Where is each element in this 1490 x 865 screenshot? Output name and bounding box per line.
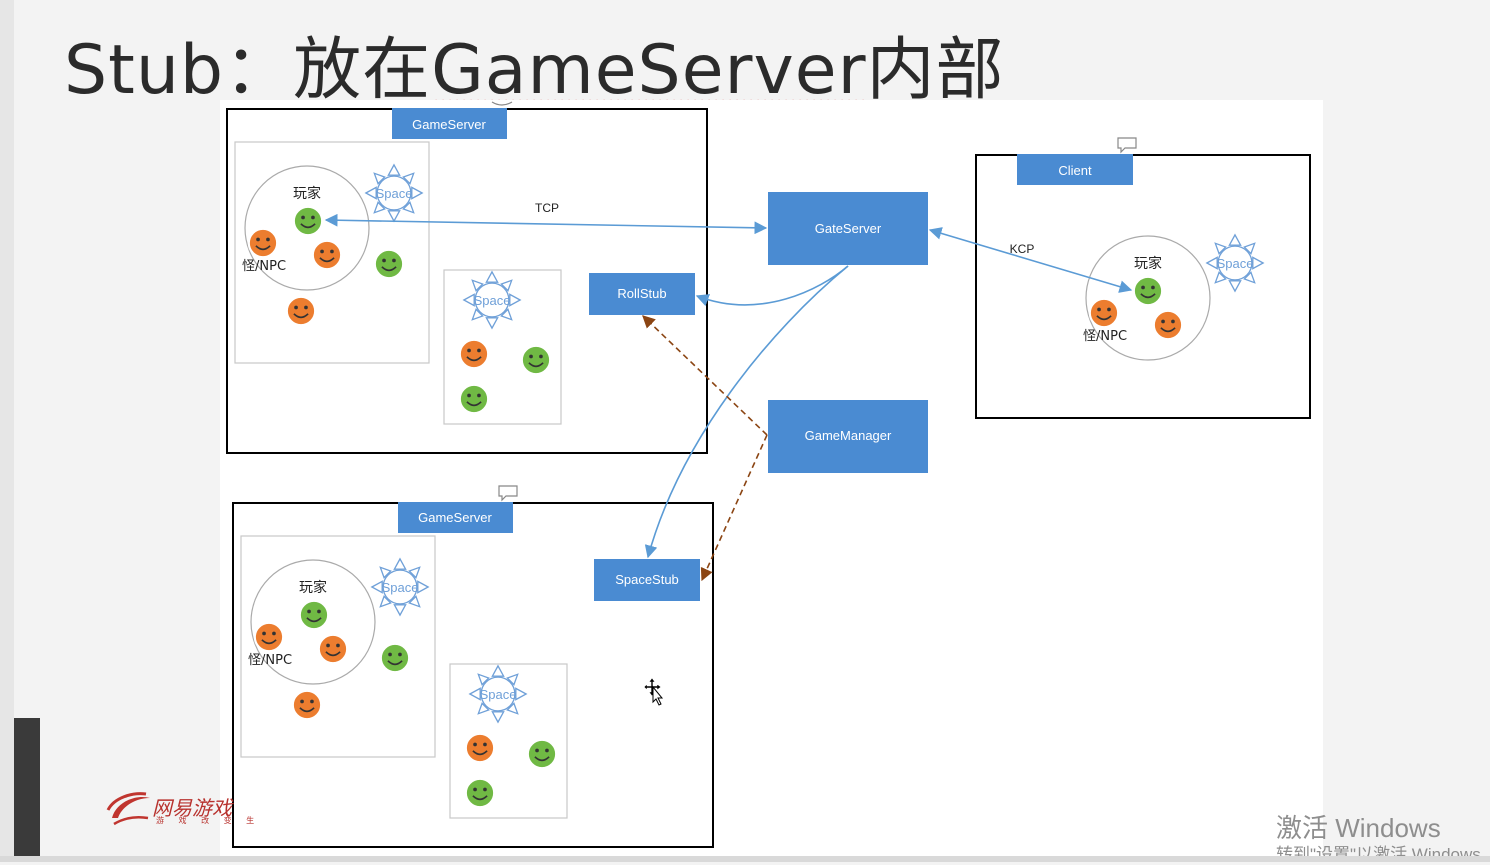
gameserver-label-box [392, 108, 507, 139]
space-label: Space [376, 186, 413, 201]
npc-label: 怪/NPC [242, 259, 286, 274]
tcp-label: TCP [535, 201, 559, 215]
player-smiley-icon [298, 599, 330, 631]
left-edge-strip [0, 0, 14, 862]
rollstub-box [589, 273, 695, 315]
player-smiley-icon [520, 344, 552, 376]
gameserver-label: GameServer [418, 510, 492, 525]
move-cursor-icon [643, 677, 664, 706]
player-smiley-icon [526, 738, 558, 770]
npc-smiley-icon [1152, 309, 1184, 341]
gateserver-box [768, 192, 928, 265]
manager-to-spacestub-arrow [700, 434, 768, 582]
client-label-box [1017, 154, 1133, 185]
player-smiley-icon [464, 777, 496, 809]
npc-smiley-icon [311, 239, 343, 271]
rollstub-label: RollStub [617, 286, 666, 301]
netease-logo-icon [106, 792, 150, 826]
space-label: Space [474, 293, 511, 308]
space-label: Space [480, 687, 517, 702]
logo-subtext: 游 戏 改 变 生 [156, 816, 261, 825]
npc-smiley-icon [464, 732, 496, 764]
npc-smiley-icon [253, 621, 285, 653]
comment-bubble-icon[interactable] [498, 485, 518, 501]
title-prefix: Stub：放在 [64, 31, 432, 110]
player-smiley-icon [1132, 275, 1164, 307]
npc-smiley-icon [317, 633, 349, 665]
space-label: Space [1217, 256, 1254, 271]
logo-text: 网易游戏 [152, 796, 232, 820]
npc-label: 怪/NPC [248, 653, 292, 668]
comment-bubble-icon[interactable] [491, 101, 513, 106]
manager-to-rollstub-arrow [642, 315, 768, 436]
npc-smiley-icon [247, 227, 279, 259]
activation-watermark-title: 激活 Windows [1276, 813, 1441, 843]
client-label: Client [1058, 163, 1092, 178]
kcp-arrow [928, 227, 1133, 293]
kcp-label: KCP [1010, 242, 1035, 256]
gateserver-label: GateServer [815, 221, 882, 236]
gamemanager-label: GameManager [805, 428, 892, 443]
space-label: Space [382, 580, 419, 595]
player-smiley-icon [292, 205, 324, 237]
title-suffix: 内部 [866, 31, 1005, 110]
npc-smiley-icon [1088, 297, 1120, 329]
spacestub-label: SpaceStub [615, 572, 679, 587]
player-smiley-icon [373, 248, 405, 280]
player-smiley-icon [379, 642, 411, 674]
player-smiley-icon [458, 383, 490, 415]
gameserver-label-box [398, 502, 513, 533]
npc-smiley-icon [291, 689, 323, 721]
gameserver-label: GameServer [412, 117, 486, 132]
player-label: 玩家 [1134, 255, 1162, 272]
gamemanager-box [768, 400, 928, 473]
bottom-bar [0, 856, 1490, 862]
gate-to-spacestub-arrow [644, 265, 849, 559]
npc-smiley-icon [285, 295, 317, 327]
player-label: 玩家 [293, 185, 321, 202]
left-dark-accent [14, 718, 40, 858]
tcp-arrow [324, 213, 768, 235]
spacestub-box [594, 559, 700, 601]
npc-smiley-icon [458, 338, 490, 370]
slide-title: Stub：放在GameServer内部 [64, 14, 1005, 113]
player-label: 玩家 [299, 579, 327, 596]
title-underlined: GameServer [431, 31, 867, 110]
comment-bubble-icon[interactable] [1117, 137, 1137, 153]
npc-label: 怪/NPC [1083, 329, 1127, 344]
